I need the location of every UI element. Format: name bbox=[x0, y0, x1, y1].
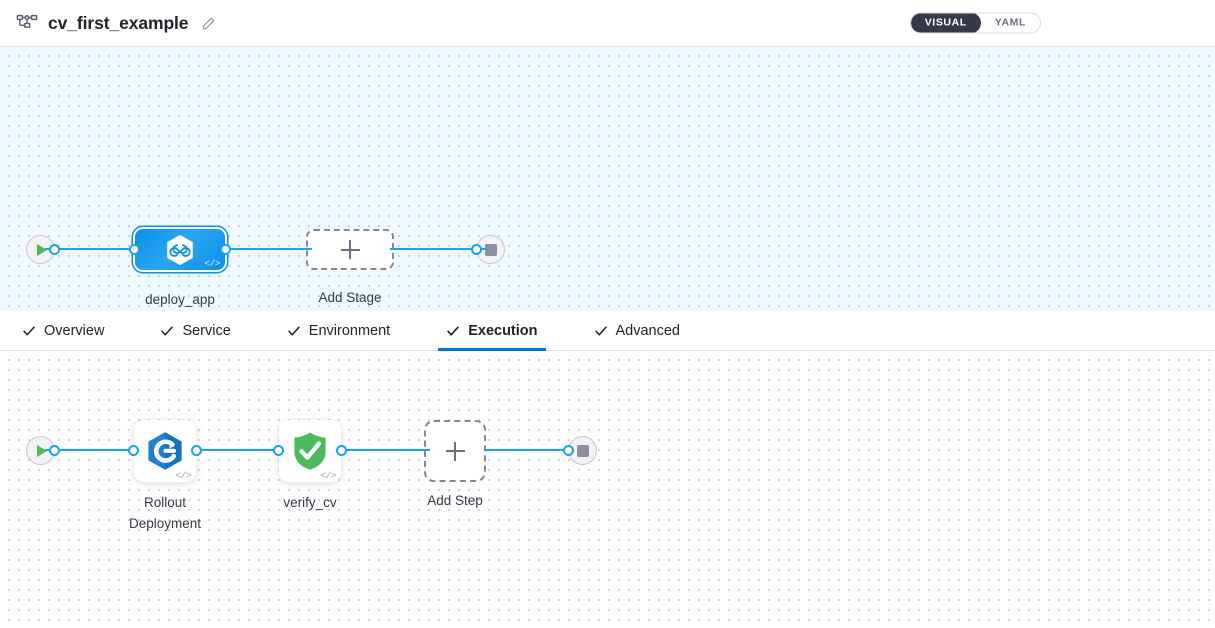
rollout-output-port[interactable] bbox=[191, 445, 202, 456]
tab-overview-label: Overview bbox=[44, 322, 105, 339]
app-header: cv_first_example VISUAL YAML bbox=[0, 0, 1215, 47]
green-shield-check-icon bbox=[294, 432, 326, 470]
pipeline-end-node[interactable] bbox=[471, 235, 505, 264]
code-glyph-deploy-app: </> bbox=[204, 257, 220, 269]
end-input-port[interactable] bbox=[471, 244, 482, 255]
edge-verify-to-add-step bbox=[340, 449, 430, 452]
header-left-group: cv_first_example bbox=[16, 12, 216, 34]
start-circle bbox=[26, 235, 55, 264]
add-step-node[interactable]: Add Step bbox=[424, 420, 486, 508]
execution-start-node[interactable] bbox=[26, 436, 60, 465]
tab-overview[interactable]: Overview bbox=[14, 311, 126, 350]
edge-add-step-to-end bbox=[485, 449, 573, 452]
tab-environment-label: Environment bbox=[308, 322, 391, 339]
tab-service[interactable]: Service bbox=[152, 311, 252, 350]
edge-start-to-rollout bbox=[45, 449, 140, 452]
stage-canvas[interactable]: </> deploy_app Add Stage bbox=[0, 47, 1215, 311]
add-stage-label: Add Stage bbox=[318, 290, 382, 305]
step-node-verify-cv[interactable]: </> verify_cv bbox=[273, 420, 347, 510]
execution-canvas[interactable]: </> Rollout Deployment </> verify_cv Add… bbox=[0, 351, 1215, 628]
exec-end-circle bbox=[568, 436, 597, 465]
end-circle bbox=[476, 235, 505, 264]
check-icon bbox=[288, 325, 300, 336]
tab-advanced[interactable]: Advanced bbox=[586, 311, 703, 350]
rollout-deployment-icon bbox=[148, 432, 182, 470]
tab-service-label: Service bbox=[182, 322, 231, 339]
verify-cv-input-port[interactable] bbox=[273, 445, 284, 456]
edge-add-stage-to-end bbox=[390, 248, 486, 251]
play-icon bbox=[37, 243, 47, 256]
check-icon bbox=[161, 325, 174, 336]
stage-node-deploy-app[interactable]: </> deploy_app bbox=[129, 229, 231, 307]
add-step-button[interactable] bbox=[424, 420, 486, 482]
stage-card-deploy-app[interactable]: </> bbox=[135, 229, 225, 270]
tab-execution-label: Execution bbox=[468, 322, 538, 339]
step-card-rollout-deployment[interactable]: </> bbox=[134, 420, 196, 482]
edge-rollout-to-verify bbox=[196, 449, 288, 452]
tab-execution[interactable]: Execution bbox=[438, 311, 559, 351]
plus-icon bbox=[445, 441, 465, 461]
stop-icon bbox=[484, 243, 497, 256]
exec-start-output-port[interactable] bbox=[49, 445, 60, 456]
page-title: cv_first_example bbox=[48, 12, 189, 33]
check-icon bbox=[23, 325, 35, 336]
view-mode-toggle[interactable]: VISUAL YAML bbox=[909, 12, 1041, 34]
stage-label-deploy-app: deploy_app bbox=[145, 292, 215, 307]
pipeline-start-node[interactable] bbox=[26, 235, 60, 264]
tab-advanced-label: Advanced bbox=[615, 322, 681, 339]
step-label-rollout-deployment: Rollout Deployment bbox=[128, 495, 202, 531]
check-icon bbox=[447, 325, 459, 336]
code-glyph-rollout-deployment: </> bbox=[175, 469, 191, 481]
add-stage-node[interactable]: Add Stage bbox=[306, 229, 394, 305]
pencil-edit-icon[interactable] bbox=[201, 16, 216, 31]
stop-icon bbox=[576, 444, 589, 457]
play-icon bbox=[37, 444, 47, 457]
edge-start-to-deploy-app bbox=[45, 248, 140, 251]
step-card-verify-cv[interactable]: </> bbox=[279, 420, 341, 482]
check-icon bbox=[594, 325, 607, 336]
execution-end-node[interactable] bbox=[563, 436, 597, 465]
add-step-label: Add Step bbox=[427, 493, 483, 508]
deploy-app-input-port[interactable] bbox=[129, 244, 140, 255]
step-node-rollout-deployment[interactable]: </> Rollout Deployment bbox=[128, 420, 202, 531]
header-right-group: VISUAL YAML bbox=[909, 12, 1041, 34]
code-glyph-verify-cv: </> bbox=[320, 469, 336, 481]
stage-config-tabs[interactable]: Overview Service Environment Execution A… bbox=[0, 311, 1215, 351]
add-stage-button[interactable] bbox=[306, 229, 394, 270]
tab-environment[interactable]: Environment bbox=[279, 311, 412, 350]
verify-cv-output-port[interactable] bbox=[336, 445, 347, 456]
plus-icon bbox=[340, 240, 360, 259]
harness-hexagon-icon bbox=[167, 234, 193, 265]
toggle-option-yaml[interactable]: YAML bbox=[994, 16, 1026, 29]
rollout-input-port[interactable] bbox=[128, 445, 139, 456]
deploy-app-output-port[interactable] bbox=[220, 244, 231, 255]
start-output-port[interactable] bbox=[49, 244, 60, 255]
toggle-option-visual[interactable]: VISUAL bbox=[910, 13, 981, 33]
edge-deploy-app-to-add-stage bbox=[222, 248, 312, 251]
step-label-verify-cv: verify_cv bbox=[283, 495, 337, 510]
pipeline-flow-icon bbox=[16, 14, 38, 28]
exec-end-input-port[interactable] bbox=[563, 445, 574, 456]
